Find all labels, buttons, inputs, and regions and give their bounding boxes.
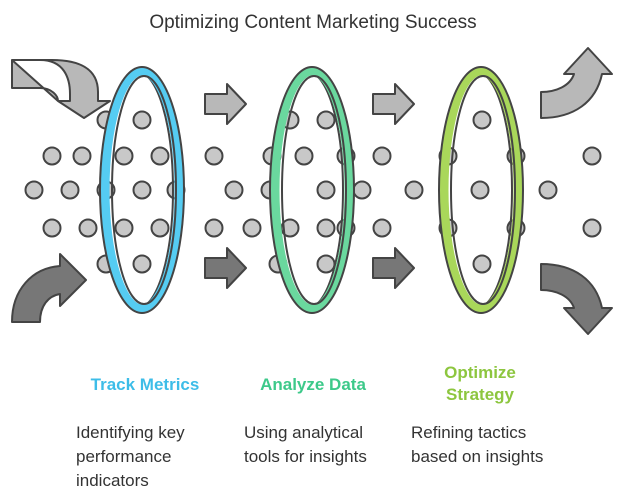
particle-dot xyxy=(538,180,558,200)
particle-dot xyxy=(224,180,244,200)
particle-dot xyxy=(72,146,92,166)
particle-dot xyxy=(470,180,490,200)
particle-dot xyxy=(316,254,336,274)
particle-dot xyxy=(242,218,262,238)
particle-dot xyxy=(114,146,134,166)
particle-dot xyxy=(42,218,62,238)
right-arrow-icon xyxy=(204,247,247,289)
particle-dot xyxy=(472,254,492,274)
curved-arrow-out-up-icon xyxy=(540,47,613,119)
particle-dot xyxy=(60,180,80,200)
filter-ring xyxy=(269,66,355,314)
particle-dot xyxy=(132,180,152,200)
right-arrow-icon xyxy=(372,247,415,289)
stage-title-analyze-data: Analyze Data xyxy=(260,375,366,394)
particle-dot xyxy=(294,146,314,166)
particle-dot xyxy=(150,218,170,238)
particle-dot xyxy=(472,110,492,130)
right-arrow-icon xyxy=(372,83,415,125)
particle-dot xyxy=(582,146,602,166)
particle-dot xyxy=(150,146,170,166)
stage-title-optimize-strategy: Optimize Strategy xyxy=(444,363,516,404)
particle-dot xyxy=(372,218,392,238)
particle-dot xyxy=(372,146,392,166)
particle-dot xyxy=(24,180,44,200)
stage-description-optimize-strategy: Refining tactics based on insights xyxy=(411,423,544,466)
particle-dot xyxy=(582,218,602,238)
curved-arrow-out-down-icon xyxy=(540,263,613,335)
stage-description-analyze-data: Using analytical tools for insights xyxy=(244,423,367,466)
particle-dot xyxy=(280,218,300,238)
particle-dot xyxy=(78,218,98,238)
particle-dot xyxy=(316,180,336,200)
particle-dot xyxy=(404,180,424,200)
stage-title-track-metrics: Track Metrics xyxy=(90,375,200,394)
filter-ring xyxy=(99,66,185,314)
particle-dot xyxy=(352,180,372,200)
particle-dot xyxy=(316,110,336,130)
particle-dot xyxy=(204,146,224,166)
diagram-title: Optimizing Content Marketing Success xyxy=(149,12,477,33)
particle-dot xyxy=(114,218,134,238)
right-arrow-icon xyxy=(204,83,247,125)
curved-arrow-in-bottom-icon xyxy=(11,253,87,323)
particle-dot xyxy=(132,254,152,274)
stage-description-track-metrics: Identifying key performance indicators xyxy=(76,423,185,490)
particle-dot xyxy=(204,218,224,238)
curved-arrow-in-top-icon xyxy=(11,59,111,119)
filter-ring xyxy=(438,66,524,314)
particle-dot xyxy=(42,146,62,166)
particle-dot xyxy=(132,110,152,130)
particle-dot xyxy=(316,218,336,238)
